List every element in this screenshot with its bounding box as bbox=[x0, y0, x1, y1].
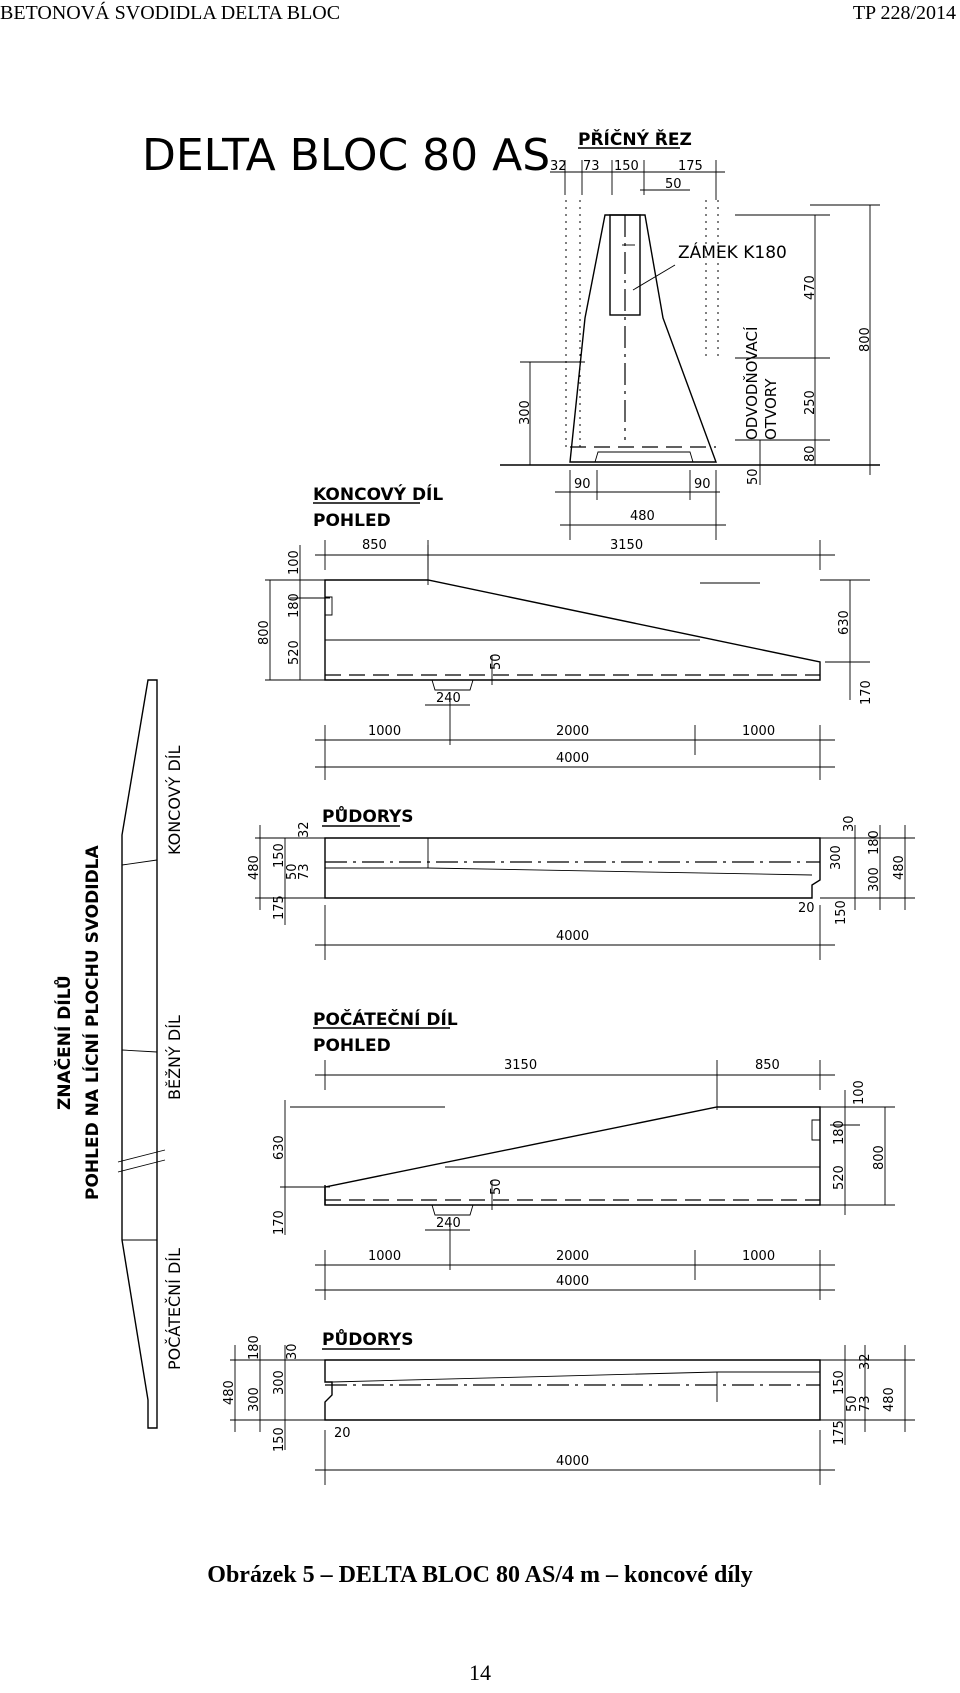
dim-850: 850 bbox=[755, 1058, 780, 1073]
dim-1000-b: 1000 bbox=[742, 1249, 775, 1264]
dim-480: 480 bbox=[630, 509, 655, 524]
dim-73: 73 bbox=[858, 1395, 873, 1412]
figure-caption: Obrázek 5 – DELTA BLOC 80 AS/4 m – konco… bbox=[207, 1562, 753, 1588]
dim-800: 800 bbox=[257, 620, 272, 645]
dim-32: 32 bbox=[297, 821, 312, 838]
part-marking: ZNAČENÍ DÍLŮ POHLED NA LÍCNÍ PLOCHU SVOD… bbox=[52, 679, 184, 1429]
dim-50-top: 50 bbox=[665, 177, 682, 192]
dim-1000-b: 1000 bbox=[742, 724, 775, 739]
dim-170: 170 bbox=[272, 1210, 287, 1235]
dim-80: 80 bbox=[803, 445, 818, 462]
dim-150: 150 bbox=[614, 159, 639, 174]
dim-20: 20 bbox=[798, 901, 815, 916]
dim-4000: 4000 bbox=[556, 751, 589, 766]
dim-180: 180 bbox=[832, 1120, 847, 1145]
dim-630: 630 bbox=[837, 610, 852, 635]
dim-30: 30 bbox=[842, 815, 857, 832]
end-view-title-1: KONCOVÝ DÍL bbox=[313, 483, 443, 505]
dim-100: 100 bbox=[287, 550, 302, 575]
dim-470: 470 bbox=[803, 275, 818, 300]
marking-part-end: KONCOVÝ DÍL bbox=[165, 745, 184, 855]
marking-title-2: POHLED NA LÍCNÍ PLOCHU SVODIDLA bbox=[81, 844, 103, 1200]
dim-4000: 4000 bbox=[556, 1274, 589, 1289]
dim-175: 175 bbox=[832, 1420, 847, 1445]
dim-50: 50 bbox=[489, 1178, 504, 1195]
dim-300-b: 300 bbox=[272, 1370, 287, 1395]
dim-630: 630 bbox=[272, 1135, 287, 1160]
dim-30: 30 bbox=[285, 1343, 300, 1360]
dim-50: 50 bbox=[489, 653, 504, 670]
dim-180: 180 bbox=[287, 593, 302, 618]
dim-3150: 3150 bbox=[504, 1058, 537, 1073]
dim-480: 480 bbox=[222, 1380, 237, 1405]
dim-1000-a: 1000 bbox=[368, 724, 401, 739]
end-part-view: KONCOVÝ DÍL POHLED 850 800 100 180 520 6… bbox=[257, 483, 874, 780]
dim-240: 240 bbox=[436, 1216, 461, 1231]
start-part-view: POČÁTEČNÍ DÍL POHLED 3150 850 630 170 10… bbox=[272, 1008, 895, 1300]
cross-section-title: PŘÍČNÝ ŘEZ bbox=[578, 128, 692, 150]
dim-850: 850 bbox=[362, 538, 387, 553]
header-left: BETONOVÁ SVODIDLA DELTA BLOC bbox=[0, 2, 341, 24]
dim-150-right: 150 bbox=[832, 1370, 847, 1395]
dim-480: 480 bbox=[247, 855, 262, 880]
start-plan-title: PŮDORYS bbox=[322, 1327, 414, 1350]
dim-3150: 3150 bbox=[610, 538, 643, 553]
drain-label-2: OTVORY bbox=[762, 378, 780, 440]
dim-2000: 2000 bbox=[556, 1249, 589, 1264]
dim-4000: 4000 bbox=[556, 1454, 589, 1469]
dim-150: 150 bbox=[272, 843, 287, 868]
dim-300: 300 bbox=[518, 400, 533, 425]
dim-480-right: 480 bbox=[892, 855, 907, 880]
dim-480-right: 480 bbox=[882, 1387, 897, 1412]
dim-73: 73 bbox=[297, 863, 312, 880]
dim-50: 50 bbox=[285, 863, 300, 880]
dim-175: 175 bbox=[272, 895, 287, 920]
dim-520: 520 bbox=[287, 640, 302, 665]
start-view-title-2: POHLED bbox=[313, 1036, 391, 1056]
page-number: 14 bbox=[469, 1660, 491, 1685]
dim-73: 73 bbox=[583, 159, 600, 174]
marking-part-middle: BĚŽNÝ DÍL bbox=[165, 1015, 184, 1100]
dim-520: 520 bbox=[832, 1165, 847, 1190]
lock-label: ZÁMEK K180 bbox=[678, 241, 787, 263]
end-view-title-2: POHLED bbox=[313, 511, 391, 531]
dim-90-left: 90 bbox=[574, 477, 591, 492]
dim-180: 180 bbox=[247, 1335, 262, 1360]
dim-800: 800 bbox=[872, 1145, 887, 1170]
dim-150: 150 bbox=[272, 1427, 287, 1452]
dim-170: 170 bbox=[859, 680, 874, 705]
dim-50: 50 bbox=[845, 1395, 860, 1412]
dim-2000: 2000 bbox=[556, 724, 589, 739]
drawing-title: DELTA BLOC 80 AS bbox=[142, 130, 550, 181]
dim-32: 32 bbox=[550, 159, 567, 174]
dim-300-b: 300 bbox=[867, 867, 882, 892]
dim-32: 32 bbox=[858, 1353, 873, 1370]
dim-100: 100 bbox=[852, 1080, 867, 1105]
dim-240: 240 bbox=[436, 691, 461, 706]
dim-180: 180 bbox=[867, 830, 882, 855]
start-view-title-1: POČÁTEČNÍ DÍL bbox=[313, 1008, 458, 1030]
cross-section: PŘÍČNÝ ŘEZ 32 73 150 175 50 ZÁMEK K180 O… bbox=[427, 128, 880, 570]
start-part-plan: PŮDORYS 480 180 30 300 300 150 20 150 50… bbox=[222, 1327, 915, 1485]
dim-20: 20 bbox=[334, 1426, 351, 1441]
dim-175: 175 bbox=[678, 159, 703, 174]
dim-4000: 4000 bbox=[556, 929, 589, 944]
end-part-plan: PŮDORYS 480 175 150 50 73 32 30 300 180 … bbox=[247, 804, 915, 960]
end-plan-title: PŮDORYS bbox=[322, 804, 414, 827]
dim-800: 800 bbox=[858, 327, 873, 352]
dim-90-right: 90 bbox=[694, 477, 711, 492]
marking-part-start: POČÁTEČNÍ DÍL bbox=[165, 1248, 184, 1370]
dim-250: 250 bbox=[803, 390, 818, 415]
dim-150-right: 150 bbox=[834, 900, 849, 925]
drain-label-1: ODVODŇOVACÍ bbox=[742, 327, 761, 440]
dim-50: 50 bbox=[746, 468, 761, 485]
dim-1000-a: 1000 bbox=[368, 1249, 401, 1264]
header-right: TP 228/2014 bbox=[852, 2, 956, 24]
dim-300-a: 300 bbox=[247, 1387, 262, 1412]
marking-title-1: ZNAČENÍ DÍLŮ bbox=[52, 975, 75, 1110]
dim-300-a: 300 bbox=[829, 845, 844, 870]
